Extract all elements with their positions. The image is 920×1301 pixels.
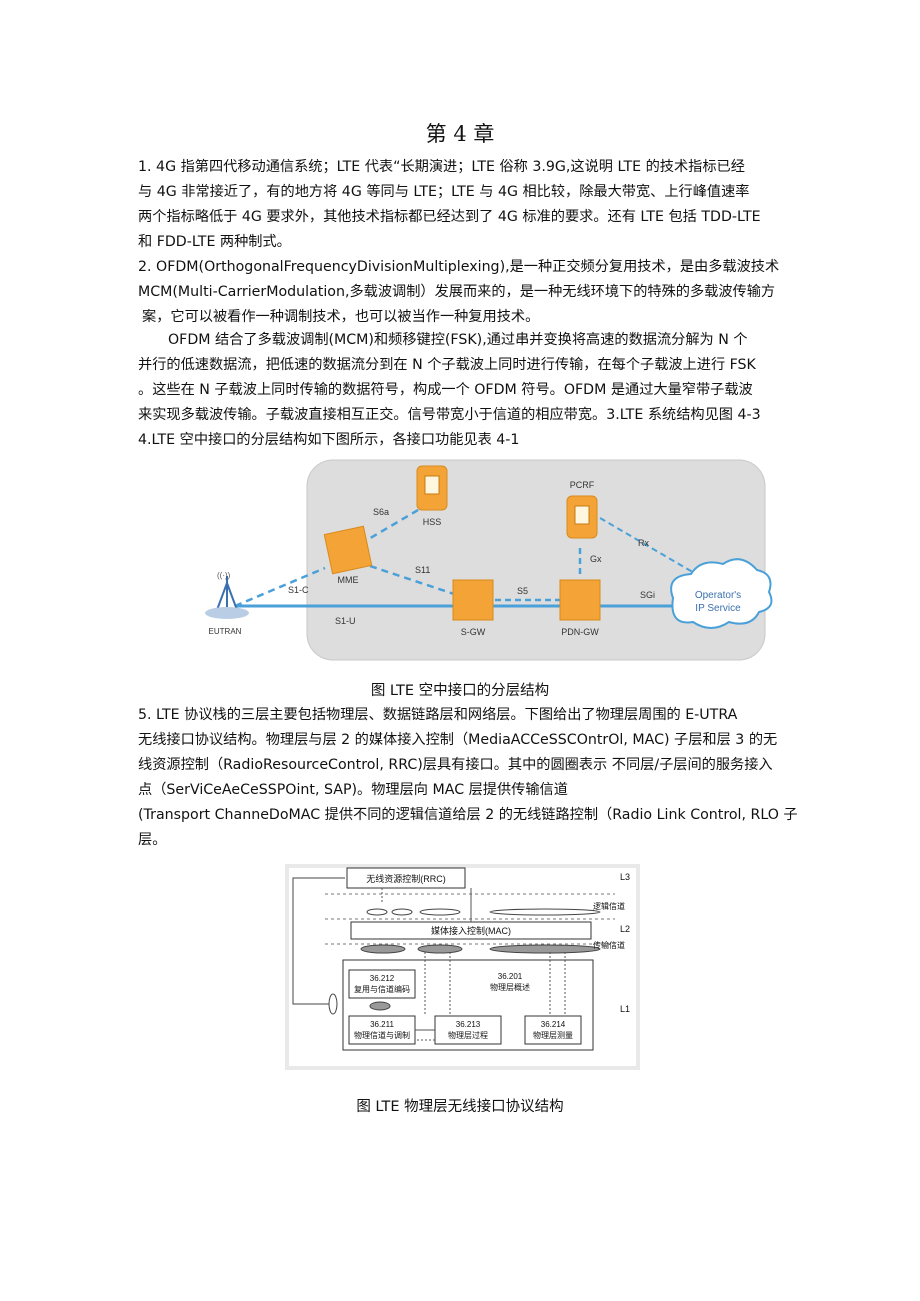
svg-text:物理层过程: 物理层过程 — [448, 1030, 488, 1040]
svg-text:L1: L1 — [620, 1004, 630, 1014]
operators-ip-service-cloud — [670, 558, 773, 629]
text-line: 层。 — [138, 832, 167, 848]
figure-1-caption: 图 LTE 空中接口的分层结构 — [370, 683, 550, 699]
svg-text:36.214: 36.214 — [541, 1020, 566, 1029]
svg-text:36.213: 36.213 — [456, 1020, 481, 1029]
svg-text:媒体接入控制(MAC): 媒体接入控制(MAC) — [431, 925, 511, 936]
svg-text:传输信道: 传输信道 — [593, 940, 625, 950]
svg-text:36.211: 36.211 — [370, 1020, 394, 1029]
svg-text:L2: L2 — [620, 924, 630, 934]
cloud-label-2: IP Service — [695, 603, 741, 614]
text-line: OFDM 结合了多载波调制(MCM)和频移键控(FSK),通过串并变换将高速的数… — [168, 332, 748, 348]
eutran-label: EUTRAN — [209, 627, 242, 636]
text-line: 来实现多载波传输。子载波直接相互正交。信号带宽小于信道的相应带宽。3.LTE 系… — [138, 407, 761, 423]
box-36-212 — [348, 969, 416, 999]
figure-2-caption: 图 LTE 物理层无线接口协议结构 — [356, 1099, 564, 1115]
box-36-214 — [524, 1015, 582, 1045]
sgw-node — [452, 579, 494, 621]
cloud-label-1: Operator's — [695, 590, 741, 601]
text-line: 4.LTE 空中接口的分层结构如下图所示，各接口功能见表 4-1 — [138, 432, 520, 448]
text-line: 1. 4G 指第四代移动通信系统；LTE 代表“长期演进；LTE 俗称 3.9G… — [138, 159, 745, 175]
sgi-label: SGi — [640, 590, 655, 600]
svg-text:逻辑信道: 逻辑信道 — [593, 901, 625, 911]
text-line: (Transport ChanneDoMAC 提供不同的逻辑信道给层 2 的无线… — [138, 807, 798, 823]
chapter-title: 第 4 章 — [425, 122, 495, 146]
text-line: 并行的低速数据流，把低速的数据流分到在 N 个子载波上同时进行传输，在每个子载波… — [138, 357, 756, 373]
hss-label: HSS — [423, 517, 442, 527]
s5-label: S5 — [517, 586, 528, 596]
text-line: MCM(Multi-CarrierModulation,多载波调制）发展而来的，… — [138, 284, 776, 300]
svg-text:36.201: 36.201 — [498, 972, 523, 981]
rrc-box — [346, 867, 466, 889]
svg-text:((·)): ((·)) — [217, 571, 231, 580]
paragraph-1: 1. 4G 指第四代移动通信系统；LTE 代表“长期演进；LTE 俗称 3.9G… — [138, 155, 788, 255]
sgw-label: S-GW — [461, 627, 486, 637]
svg-text:36.212: 36.212 — [370, 974, 395, 983]
svg-text:复用与信道编码: 复用与信道编码 — [354, 984, 410, 994]
mme-node — [323, 525, 373, 575]
paragraph-5: 5. LTE 协议栈的三层主要包括物理层、数据链路层和网络层。下图给出了物理层周… — [138, 703, 798, 853]
text-line: 点（SerViCeAeCeSSPOint, SAP)。物理层向 MAC 层提供传… — [138, 782, 568, 798]
eutran-antenna: ((·)) — [205, 571, 249, 619]
svg-text:无线资源控制(RRC): 无线资源控制(RRC) — [366, 873, 446, 884]
lte-architecture-figure: ((·)) HSS PCRF MME S-GW PDN-GW EUTRAN Op… — [205, 459, 773, 661]
text-line: 5. LTE 协议栈的三层主要包括物理层、数据链路层和网络层。下图给出了物理层周… — [138, 707, 738, 723]
s1u-label: S1-U — [335, 616, 356, 626]
svg-text:物理层测量: 物理层测量 — [533, 1030, 573, 1040]
paragraph-2: 2. OFDM(OrthogonalFrequencyDivisionMulti… — [138, 255, 788, 330]
phy-protocol-figure: 无线资源控制(RRC) L3 逻辑信道 媒体接入控制(MAC) L2 传输信道 … — [285, 864, 640, 1070]
text-line: 2. OFDM(OrthogonalFrequencyDivisionMulti… — [138, 259, 780, 275]
text-line: 案，它可以被看作一种调制技术，也可以被当作一种复用技术。 — [142, 309, 540, 325]
text-line: 无线接口协议结构。物理层与层 2 的媒体接入控制（MediaACCeSSCOnt… — [138, 732, 778, 748]
s6a-label: S6a — [373, 507, 389, 517]
text-line: 两个指标略低于 4G 要求外，其他技术指标都已经达到了 4G 标准的要求。还有 … — [138, 209, 761, 225]
text-line: 。这些在 N 子载波上同时传输的数据符号，构成一个 OFDM 符号。OFDM 是… — [138, 382, 753, 398]
pdngw-node — [559, 579, 601, 621]
svg-text:L3: L3 — [620, 872, 630, 882]
box-36-211 — [348, 1015, 416, 1045]
pcrf-label: PCRF — [570, 480, 595, 490]
text-line: 和 FDD-LTE 两种制式。 — [138, 234, 291, 250]
paragraph-3: OFDM 结合了多载波调制(MCM)和频移键控(FSK),通过串并变换将高速的数… — [138, 328, 788, 453]
s11-label: S11 — [415, 565, 430, 575]
s1c-label: S1-C — [288, 585, 309, 595]
text-line: 与 4G 非常接近了，有的地方将 4G 等同与 LTE；LTE 与 4G 相比较… — [138, 184, 750, 200]
text-line: 线资源控制（RadioResourceControl, RRC)层具有接口。其中… — [138, 757, 773, 773]
pdngw-label: PDN-GW — [561, 627, 599, 637]
svg-text:物理层概述: 物理层概述 — [490, 982, 530, 992]
core-network-area — [306, 459, 766, 661]
svg-text:物理信道与调制: 物理信道与调制 — [354, 1030, 410, 1040]
gx-label: Gx — [590, 554, 602, 564]
mme-label: MME — [338, 575, 359, 585]
rx-label: Rx — [638, 538, 649, 548]
